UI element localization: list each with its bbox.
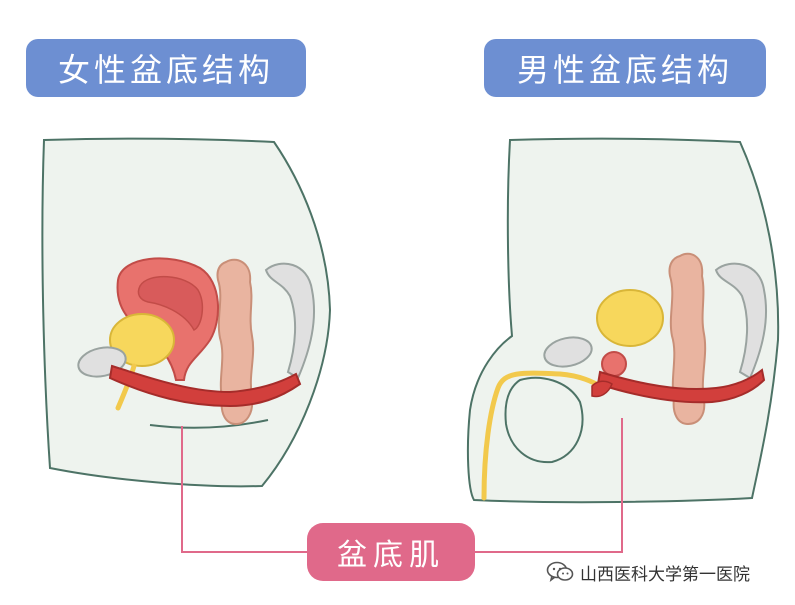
pelvic-floor-label-badge: 盆底肌 — [307, 523, 475, 581]
male-perineum-muscle — [591, 380, 613, 398]
source-credit: 山西医科大学第一医院 — [546, 559, 750, 585]
source-credit-text: 山西医科大学第一医院 — [580, 564, 750, 585]
male-title-text: 男性盆底结构 — [516, 51, 733, 89]
pelvic-floor-label-text: 盆底肌 — [337, 538, 445, 573]
female-pelvic-floor-line — [149, 419, 269, 429]
male-prostate — [601, 351, 627, 377]
wechat-icon — [546, 561, 574, 582]
male-figure — [466, 137, 780, 504]
female-rectum — [216, 258, 255, 426]
male-bladder — [596, 289, 664, 347]
male-pelvic-floor-muscle — [596, 368, 766, 404]
female-urethra — [115, 363, 137, 411]
female-pelvic-floor-muscle — [108, 364, 302, 408]
male-scrotum — [504, 376, 584, 464]
female-title-badge: 女性盆底结构 — [26, 39, 306, 97]
male-urethra — [481, 370, 607, 501]
male-rectum — [668, 252, 707, 426]
male-title-badge: 男性盆底结构 — [484, 39, 766, 97]
leader-line-right — [475, 418, 623, 553]
leader-line-left — [181, 426, 307, 553]
male-pubic-bone — [543, 336, 593, 368]
female-uterus-cavity — [137, 275, 204, 331]
female-title-text: 女性盆底结构 — [57, 51, 274, 89]
female-bladder — [109, 313, 175, 367]
female-figure — [41, 137, 332, 488]
